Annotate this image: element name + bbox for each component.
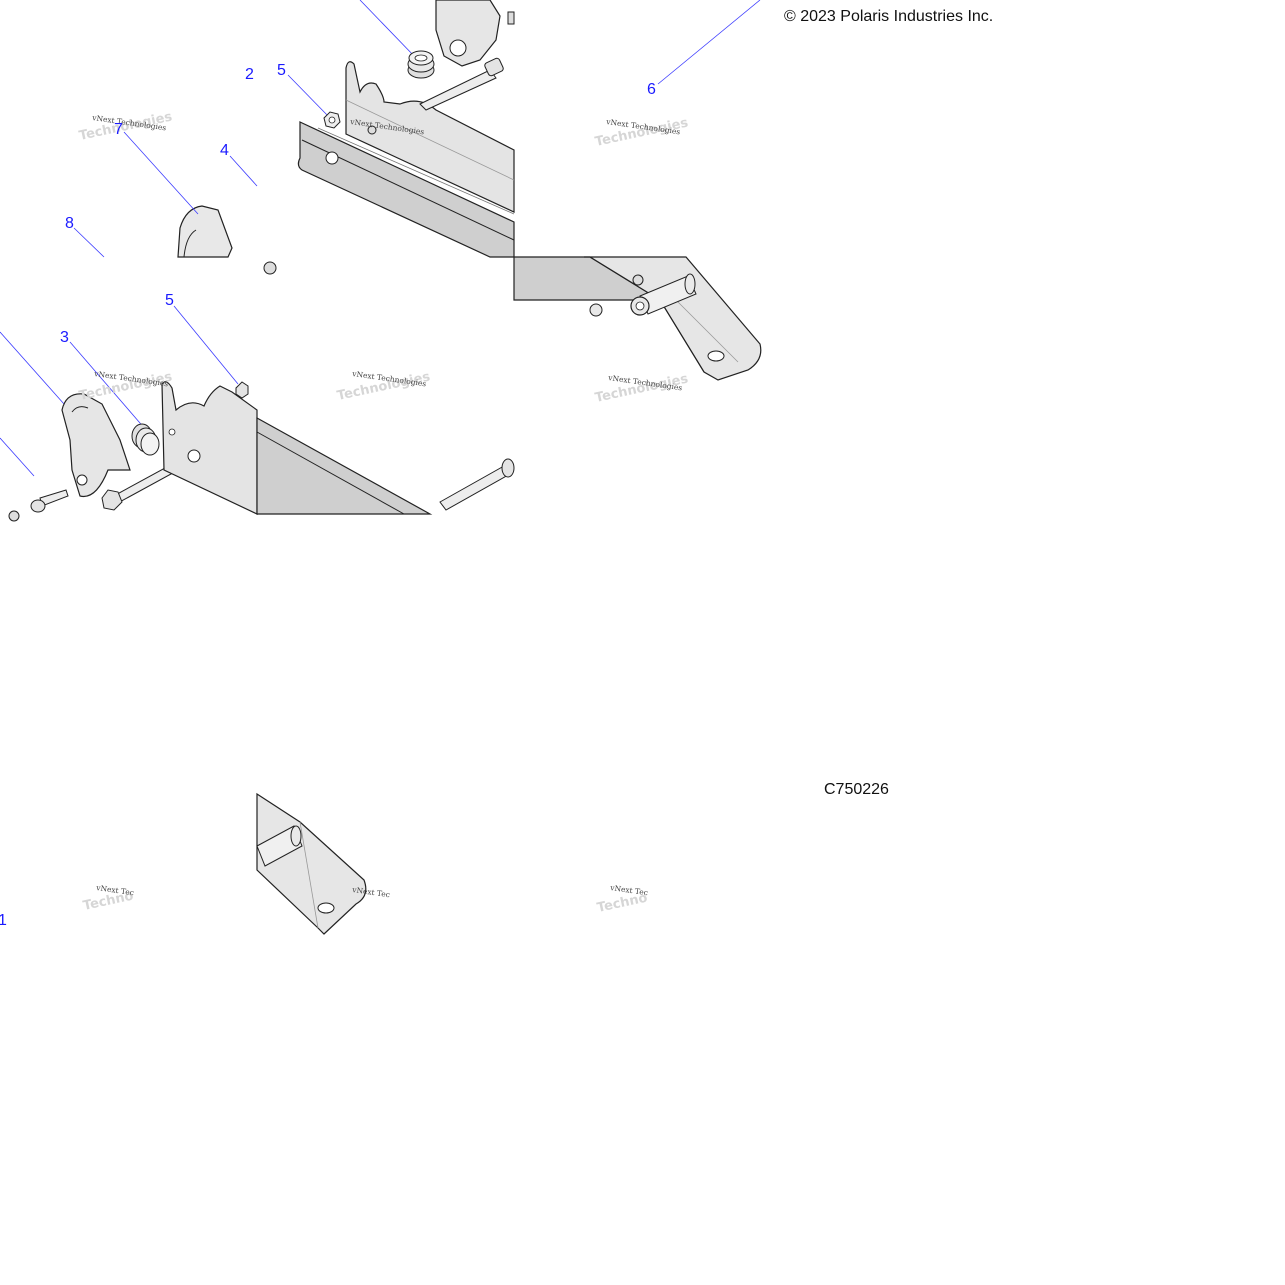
- tile-top-left: Technologies vNext Technologies 7 4 8 2: [65, 66, 258, 258]
- leader-line-5: [287, 74, 331, 119]
- pin-bolt-long: [439, 465, 511, 511]
- tile-lower-left: Techno vNext Tec 1: [0, 883, 135, 929]
- leader-line-offscreen: [0, 331, 65, 405]
- frame-rail-lower: [256, 416, 433, 515]
- latch: [61, 393, 131, 498]
- callout-2: 2: [245, 66, 254, 83]
- callout-1: 1: [0, 912, 7, 929]
- leader-line-4: [229, 155, 258, 187]
- pin-bolt: [419, 57, 504, 111]
- hex-nut: [323, 111, 341, 129]
- tile-mid-right: Technologies vNext Technologies: [513, 256, 762, 406]
- spring: [131, 423, 160, 456]
- end-bracket-repeat: [256, 792, 367, 935]
- tile-top-center: vNext Technologies 5: [263, 0, 515, 275]
- copyright-notice: © 2023 Polaris Industries Inc.: [784, 8, 994, 25]
- frame-upright-plate: [161, 381, 258, 515]
- shoulder-bolt: [8, 489, 69, 522]
- callout-3: 3: [60, 329, 69, 346]
- leader-line-spring: [359, 0, 417, 59]
- spring: [407, 50, 435, 79]
- tile-lower-right: Techno vNext Tec: [596, 883, 649, 916]
- figure-id: C750226: [824, 781, 889, 798]
- callout-5: 5: [277, 62, 286, 79]
- leader-line-6: [657, 0, 761, 85]
- callout-5b: 5: [165, 292, 174, 309]
- tile-mid-center: Technologies vNext Technologies: [256, 369, 515, 515]
- leader-line-3: [69, 341, 147, 431]
- tile-lower-center: vNext Tec: [256, 792, 391, 935]
- leader-line-5b: [173, 305, 239, 385]
- leader-line-8: [73, 227, 105, 258]
- callout-7: 7: [114, 121, 123, 138]
- callout-8: 8: [65, 215, 74, 232]
- leader-line-7: [123, 131, 199, 215]
- tile-mid-left: Technologies vNext Technologies 3 5: [0, 292, 258, 522]
- latch-top-fragment: [435, 0, 501, 67]
- callout-4: 4: [220, 142, 229, 159]
- leader-line-lower: [0, 437, 35, 477]
- tile-top-right: Technologies vNext Technologies 6: [594, 0, 761, 150]
- latch-body-fragment: [177, 205, 233, 258]
- callout-6: 6: [647, 81, 656, 98]
